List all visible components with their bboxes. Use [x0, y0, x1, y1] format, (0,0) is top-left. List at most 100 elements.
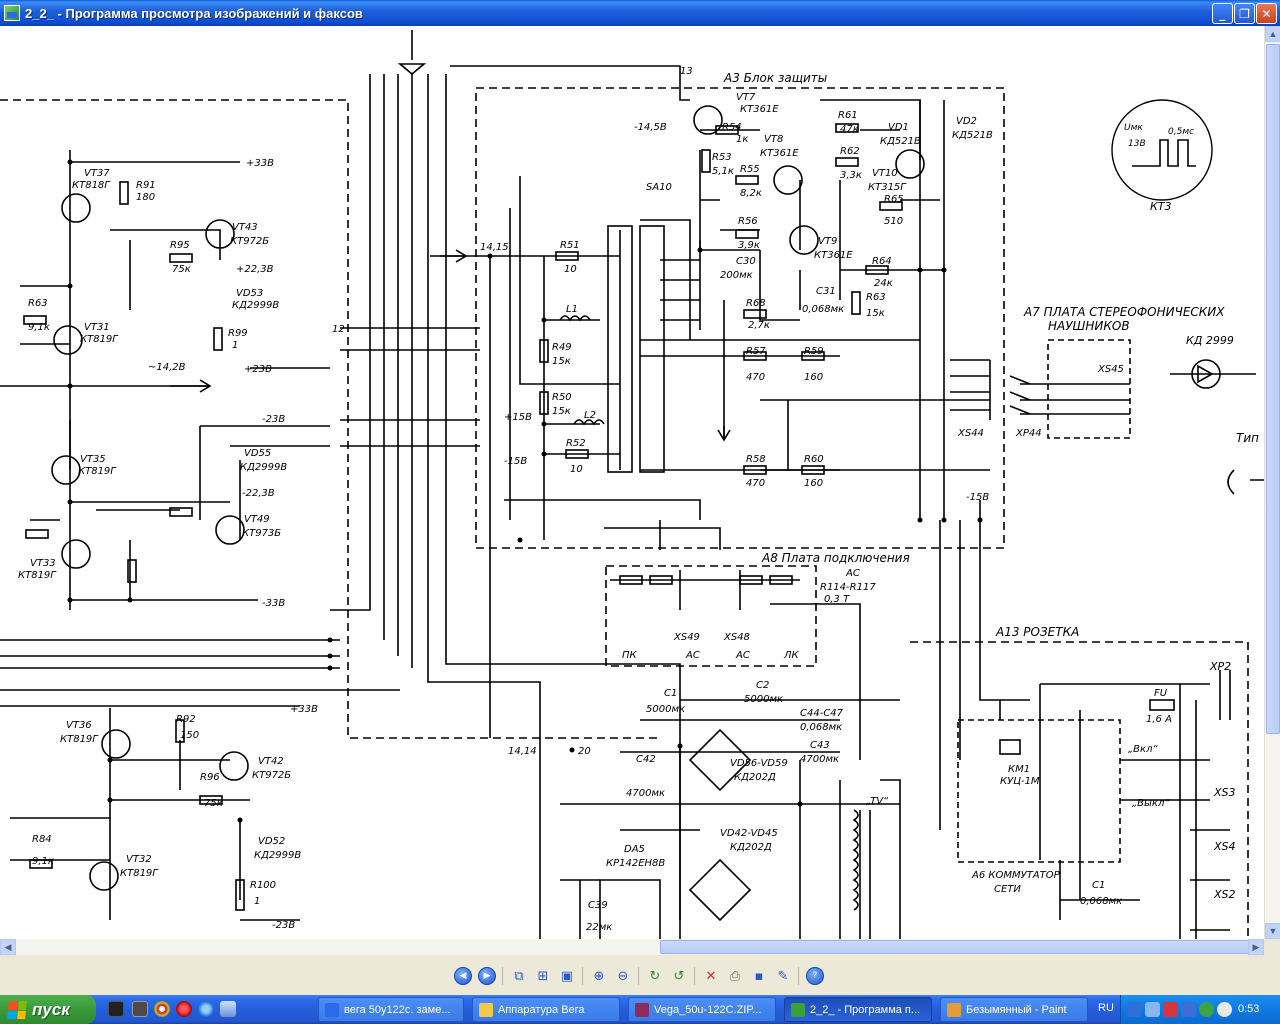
slideshow-icon[interactable]: ▣ — [560, 968, 574, 984]
lk-label: ЛК — [783, 650, 800, 661]
best-fit-icon[interactable]: ⧉ — [514, 968, 524, 984]
tray-network-icon[interactable] — [1145, 1002, 1160, 1017]
print-icon[interactable]: ⎙ — [729, 968, 741, 984]
rotate-clockwise-icon[interactable]: ↻ — [649, 968, 661, 984]
vt10-label: VT10 — [872, 168, 898, 179]
taskbar-item-vega-doc[interactable]: вега 50у122с. заме... — [318, 997, 464, 1022]
r91-value: 180 — [136, 192, 155, 203]
r61-value: 47к — [840, 124, 859, 135]
c31-value: 0,068мк — [802, 304, 844, 315]
start-button[interactable]: пуск — [0, 995, 96, 1024]
taskbar-item-image-viewer[interactable]: 2_2_ - Программа п... — [784, 997, 932, 1022]
scroll-down-arrow-icon[interactable]: ▼ — [1265, 923, 1280, 939]
scroll-up-arrow-icon[interactable]: ▲ — [1265, 26, 1280, 42]
tray-volume-icon[interactable] — [1217, 1002, 1232, 1017]
maximize-icon: ❐ — [1239, 6, 1250, 21]
quicklaunch-winamp-icon[interactable] — [108, 1001, 124, 1017]
maximize-button[interactable]: ❐ — [1234, 3, 1255, 24]
vd55-model: КД2999В — [240, 462, 287, 473]
horizontal-scroll-thumb[interactable] — [660, 940, 1250, 954]
km1-label: КМ1 — [1008, 764, 1030, 775]
toolbar-separator — [582, 967, 583, 985]
r58-value: 470 — [746, 478, 765, 489]
vt42-label: VT42 — [258, 756, 284, 767]
tray-icq-icon[interactable] — [1199, 1002, 1214, 1017]
rotate-counterclockwise-icon[interactable]: ↺ — [673, 968, 685, 984]
plus33-label-1: +33В — [246, 158, 274, 169]
node-1415-label: 14,15 — [480, 242, 509, 253]
r53-label: R53 — [712, 152, 732, 163]
scroll-left-arrow-icon[interactable]: ◀ — [0, 939, 16, 955]
image-viewer-app-icon[interactable] — [4, 5, 20, 21]
close-button[interactable]: ✕ — [1256, 3, 1277, 24]
quicklaunch-shield-icon[interactable] — [132, 1001, 148, 1017]
tray-display-icon[interactable] — [1181, 1002, 1196, 1017]
quicklaunch-ie-icon[interactable] — [198, 1001, 214, 1017]
ac1-label: АС — [685, 650, 700, 661]
minus15-label-2: -15В — [966, 492, 989, 503]
minimize-button[interactable]: _ — [1212, 3, 1233, 24]
next-image-icon[interactable]: ▶ — [478, 967, 496, 985]
r52-value: 10 — [570, 464, 583, 475]
r51-value: 10 — [564, 264, 577, 275]
r59-label: R59 — [804, 346, 824, 357]
vt36-model: КТ819Г — [60, 734, 99, 745]
quicklaunch-red-icon[interactable] — [176, 1001, 192, 1017]
da5-model: КР142ЕН8В — [606, 858, 665, 869]
actual-size-icon[interactable]: ⊞ — [537, 968, 549, 984]
delete-icon[interactable]: ✕ — [705, 968, 717, 984]
c1-value: 5000мк — [646, 704, 685, 715]
c30-value: 200мк — [720, 270, 753, 281]
xs4-label: XS4 — [1213, 840, 1236, 853]
task-label: Vega_50u-122C.ZIP... — [654, 1003, 762, 1016]
c1b-label: C1 — [1092, 880, 1105, 891]
tray-arrow-icon[interactable] — [1127, 1002, 1142, 1017]
xs44-label: XS44 — [957, 428, 984, 439]
quicklaunch-desktop-icon[interactable] — [220, 1001, 236, 1017]
block-a13-title: А13 РОЗЕТКА — [995, 625, 1079, 639]
save-icon[interactable]: ▪ — [754, 968, 764, 984]
horizontal-scrollbar[interactable]: ◀ ▶ — [0, 939, 1264, 955]
r57-value: 470 — [746, 372, 765, 383]
c43-value: 4700мк — [800, 754, 839, 765]
clock[interactable]: 0:53 — [1238, 1003, 1260, 1015]
r57-label: R57 — [746, 346, 766, 357]
zoom-in-icon[interactable]: ⊕ — [593, 968, 605, 984]
node-1414-label: 14,14 — [508, 746, 537, 757]
r56-label: R56 — [738, 216, 758, 227]
open-for-editing-icon[interactable]: ✎ — [777, 968, 789, 984]
fu-value: 1,6 А — [1146, 714, 1172, 725]
vt8-label: VT8 — [764, 134, 783, 145]
vt31-label: VT31 — [84, 322, 110, 333]
taskbar-item-vega-zip[interactable]: Vega_50u-122C.ZIP... — [628, 997, 776, 1022]
r61-label: R61 — [838, 110, 858, 121]
taskbar-item-vega-folder[interactable]: Аппаратура Вега — [472, 997, 620, 1022]
help-icon[interactable]: ? — [806, 967, 824, 985]
vkl-label: „Вкл“ — [1128, 744, 1158, 755]
tip-label: Тип — [1236, 431, 1259, 445]
r64-label: R64 — [872, 256, 892, 267]
c1b-value: 0,068мк — [1080, 896, 1122, 907]
title-bar[interactable]: 2_2_ - Программа просмотра изображений и… — [0, 0, 1280, 26]
vertical-scrollbar[interactable]: ▲ ▼ — [1264, 26, 1280, 939]
close-icon: ✕ — [1261, 6, 1272, 21]
previous-image-icon[interactable]: ◀ — [454, 967, 472, 985]
xs3-label: XS3 — [1213, 786, 1236, 799]
folder-icon — [479, 1002, 493, 1017]
vt35-model: КТ819Г — [78, 466, 117, 477]
taskbar-item-paint[interactable]: Безымянный - Paint — [940, 997, 1088, 1022]
vt7-model: КТ361Е — [740, 104, 779, 115]
language-indicator[interactable]: RU — [1098, 1002, 1114, 1014]
image-viewport[interactable]: А3 Блок защиты А7 ПЛАТА СТЕРЕОФОНИЧЕСКИХ… — [0, 26, 1264, 939]
r59-value: 160 — [804, 372, 823, 383]
quicklaunch-chrome-icon[interactable] — [154, 1001, 170, 1017]
vt32-model: КТ819Г — [120, 868, 159, 879]
zoom-out-icon[interactable]: ⊖ — [617, 968, 629, 984]
r92-value: 150 — [180, 730, 199, 741]
vd53-label: VD53 — [236, 288, 263, 299]
vertical-scroll-thumb[interactable] — [1266, 44, 1280, 734]
xp2-label: XP2 — [1209, 660, 1231, 673]
tray-kaspersky-icon[interactable] — [1163, 1002, 1178, 1017]
scroll-right-arrow-icon[interactable]: ▶ — [1248, 939, 1264, 955]
plus33-label-2: +33В — [290, 704, 318, 715]
